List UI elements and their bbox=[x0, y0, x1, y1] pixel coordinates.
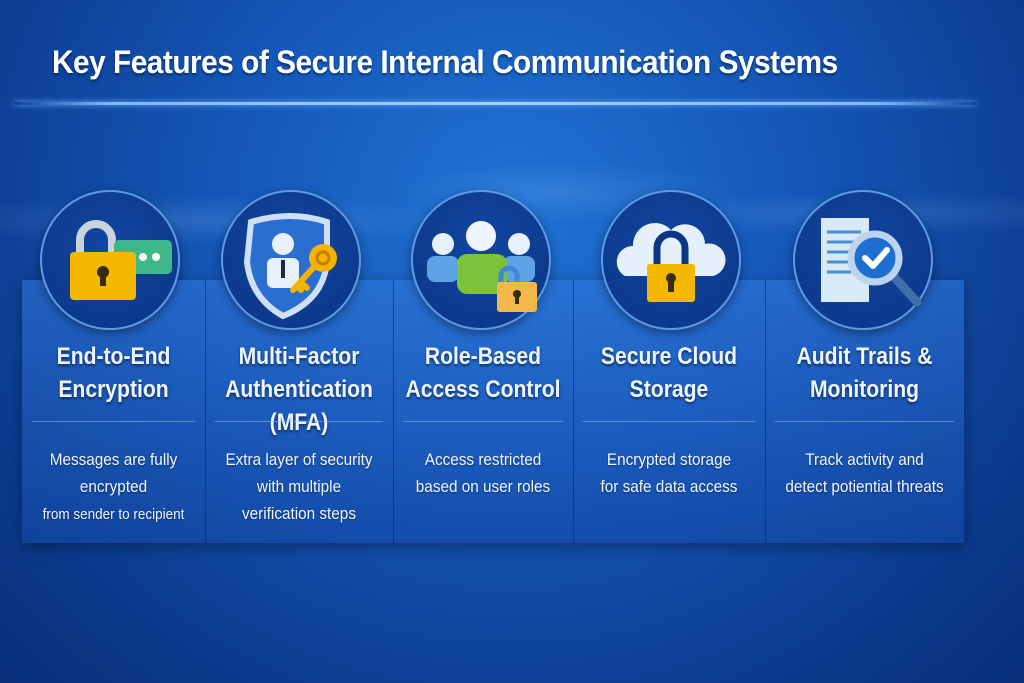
title-divider bbox=[14, 102, 976, 105]
divider bbox=[403, 421, 563, 422]
divider bbox=[775, 421, 954, 422]
cloud-lock-icon bbox=[601, 190, 741, 330]
page-title: Key Features of Secure Internal Communic… bbox=[52, 44, 838, 80]
document-magnifier-check-icon bbox=[793, 190, 933, 330]
divider bbox=[32, 421, 195, 422]
divider bbox=[583, 421, 755, 422]
shield-user-key-icon bbox=[221, 190, 361, 330]
users-lock-icon bbox=[411, 190, 551, 330]
feature-title: Audit Trails &Monitoring bbox=[796, 343, 933, 403]
padlock-chat-icon bbox=[40, 190, 180, 330]
divider bbox=[215, 421, 383, 422]
feature-card-audit: Audit Trails &Monitoring Track activity … bbox=[765, 280, 964, 543]
